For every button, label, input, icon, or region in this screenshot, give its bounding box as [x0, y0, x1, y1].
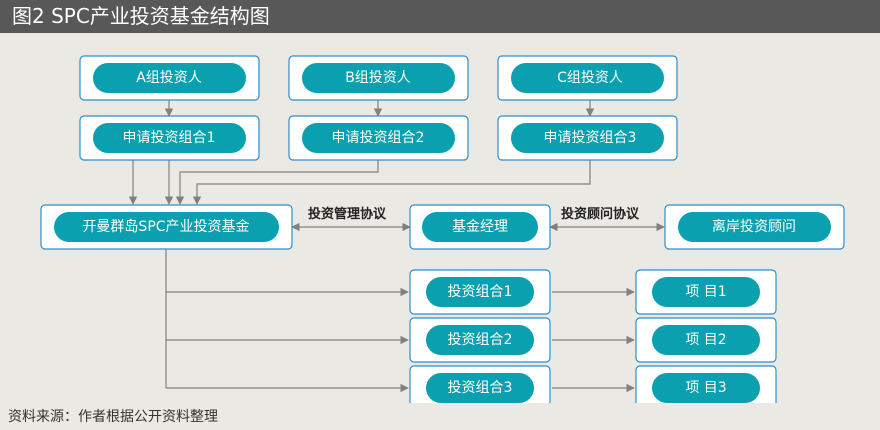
- edges: [128, 98, 665, 393]
- node-apply-1: 申请投资组合1: [79, 115, 260, 161]
- node-portfolio-1: 投资组合1: [409, 269, 551, 315]
- source-note: 资料来源：作者根据公开资料整理: [8, 409, 218, 425]
- node-apply-3: 申请投资组合3: [497, 115, 678, 161]
- node-project-1: 项 目1: [635, 269, 777, 315]
- node-investor-a: A组投资人: [79, 55, 260, 101]
- structure-diagram: 投资管理协议 投资顾问协议 A组投资人 B组投资人 C组投资人 申请投资组合1 …: [40, 55, 845, 403]
- portfolio-1-label: 投资组合1: [448, 284, 513, 300]
- figure-title: 图2 SPC产业投资基金结构图: [0, 0, 880, 33]
- node-portfolio-2: 投资组合2: [409, 317, 551, 363]
- node-project-3: 项 目3: [635, 365, 777, 403]
- apply-3-label: 申请投资组合3: [544, 130, 637, 146]
- advisory-agreement-label: 投资顾问协议: [561, 206, 640, 222]
- investor-c-label: C组投资人: [557, 70, 623, 86]
- project-3-label: 项 目3: [685, 380, 726, 396]
- node-fund: 开曼群岛SPC产业投资基金: [40, 204, 293, 250]
- apply-2-label: 申请投资组合2: [332, 130, 425, 146]
- node-investor-c: C组投资人: [497, 55, 678, 101]
- edge-apply-2-fund: [175, 158, 379, 205]
- node-advisor: 离岸投资顾问: [664, 204, 845, 250]
- node-manager: 基金经理: [409, 204, 551, 250]
- node-project-2: 项 目2: [635, 317, 777, 363]
- edge-apply-3-fund: [192, 158, 591, 205]
- portfolio-2-label: 投资组合2: [448, 332, 513, 348]
- node-investor-b: B组投资人: [288, 55, 469, 101]
- node-portfolio-3: 投资组合3: [409, 365, 551, 403]
- apply-1-label: 申请投资组合1: [123, 130, 216, 146]
- project-1-label: 项 目1: [685, 284, 726, 300]
- portfolio-3-label: 投资组合3: [448, 380, 513, 396]
- advisor-label: 离岸投资顾问: [712, 218, 796, 235]
- node-apply-2: 申请投资组合2: [288, 115, 469, 161]
- investor-b-label: B组投资人: [345, 70, 411, 86]
- investor-a-label: A组投资人: [136, 70, 202, 86]
- project-2-label: 项 目2: [685, 332, 726, 348]
- management-agreement-label: 投资管理协议: [308, 206, 387, 222]
- fund-label: 开曼群岛SPC产业投资基金: [82, 218, 249, 235]
- manager-label: 基金经理: [452, 218, 508, 235]
